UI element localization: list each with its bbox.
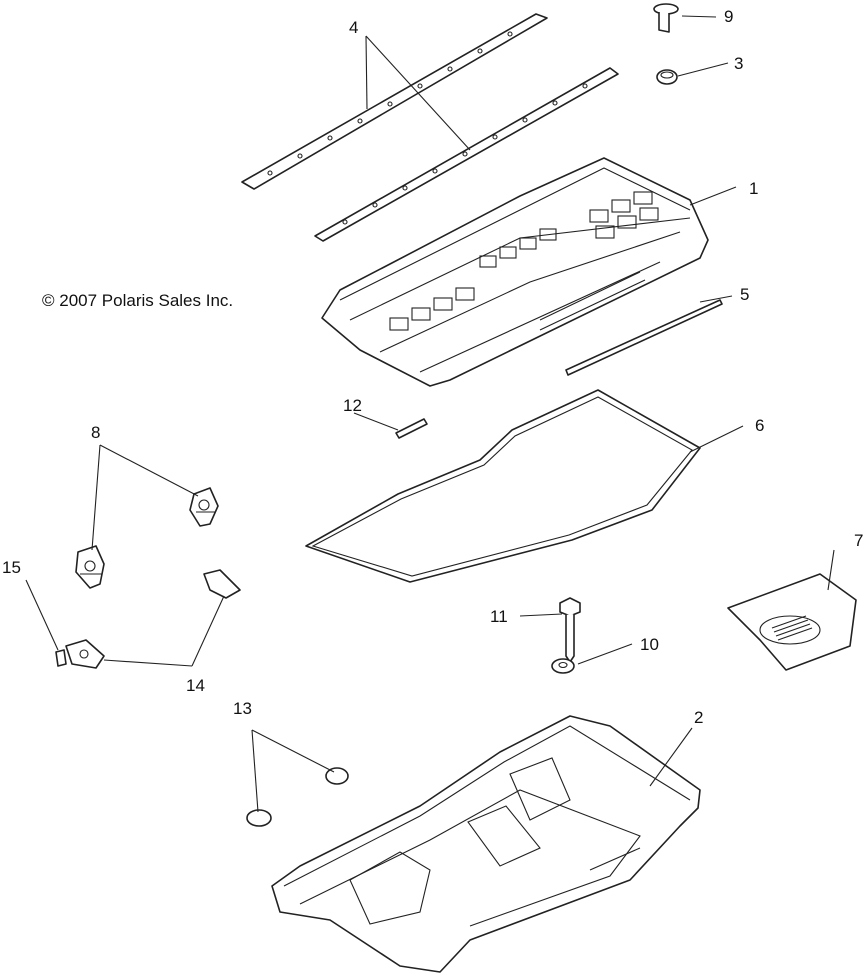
callout-7: 7 — [854, 531, 863, 550]
part-14-clip-upper — [203, 569, 241, 599]
part-13-plugs — [246, 767, 349, 827]
leader-lines — [25, 15, 835, 813]
callout-15: 15 — [2, 558, 21, 577]
callout-9: 9 — [724, 7, 733, 26]
part-4-rails — [241, 13, 619, 242]
callout-labels: 4 9 3 1 5 12 6 8 7 15 11 10 14 13 2 — [2, 7, 863, 727]
callout-12: 12 — [343, 396, 362, 415]
part-14-clip-lower — [65, 639, 105, 669]
callout-11: 11 — [490, 607, 508, 626]
callout-13: 13 — [233, 699, 252, 718]
copyright-text: © 2007 Polaris Sales Inc. — [42, 291, 233, 310]
callout-14: 14 — [186, 676, 205, 695]
part-8-latch-upper — [189, 487, 219, 527]
callout-5: 5 — [740, 285, 749, 304]
callout-10: 10 — [640, 635, 659, 654]
part-5-strip — [565, 299, 723, 376]
callout-2: 2 — [694, 708, 703, 727]
part-8-latch-lower — [75, 545, 105, 589]
part-9-rivet — [653, 3, 679, 33]
callout-4: 4 — [349, 18, 358, 37]
part-15-screw — [55, 649, 67, 667]
callout-1: 1 — [749, 179, 758, 198]
part-3-cap — [656, 69, 678, 85]
part-2-lower-tray — [271, 715, 701, 973]
callout-8: 8 — [91, 423, 100, 442]
part-1-seat-base — [321, 157, 709, 387]
part-11-bolt — [559, 597, 581, 663]
part-10-washer — [551, 658, 575, 674]
callout-3: 3 — [734, 54, 743, 73]
part-7-cover — [727, 573, 857, 671]
callout-6: 6 — [755, 416, 764, 435]
part-12-pin — [395, 418, 428, 439]
part-6-gasket — [305, 389, 701, 583]
